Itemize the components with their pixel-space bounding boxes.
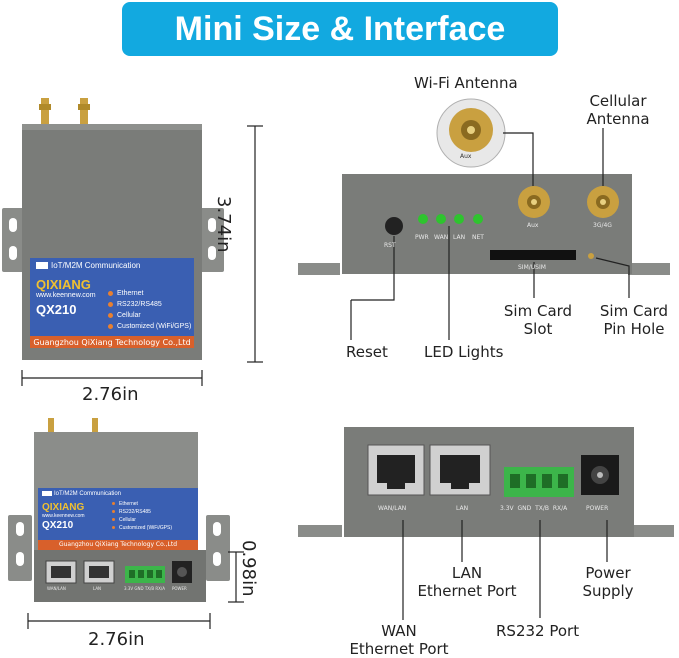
cellular-port-label: 3G/4G: [593, 222, 612, 229]
reset-button: [385, 217, 403, 235]
led-pwr: [418, 214, 428, 224]
sticker-features-small: Ethernet RS232/RS485 Cellular Customized…: [112, 500, 172, 532]
back-panel: [298, 427, 674, 537]
serial-pin-labels: 3.3V GND TX/B RX/A: [500, 505, 568, 512]
led-label-wan: WAN: [434, 234, 449, 241]
height-label-bottom: 0.98in: [238, 540, 259, 597]
page-title-banner: Mini Size & Interface: [122, 2, 558, 56]
sticker-url-small: www.keennew.com: [42, 513, 85, 519]
wan-port-label: WAN/LAN: [378, 505, 407, 512]
front-panel: [298, 174, 670, 275]
mount-ear-left: [2, 208, 26, 272]
callout-cellular-antenna: Cellular Antenna: [586, 92, 650, 128]
bottom-device: [8, 418, 230, 602]
callout-lines-back: [402, 520, 608, 620]
bl-wan-label: WAN/LAN: [47, 586, 66, 591]
dimension-lines-bottom: [27, 551, 244, 629]
led-label-net: NET: [472, 234, 484, 241]
sticker-model-small: QX210: [42, 520, 74, 531]
sticker-brand: QIXIANG: [36, 277, 91, 292]
aux-label: Aux: [527, 222, 539, 229]
antenna-right: [80, 98, 88, 126]
rst-label: RST: [384, 242, 396, 249]
sticker-header: IoT/M2M Communication: [36, 261, 140, 270]
antenna-left: [41, 98, 49, 126]
mount-ear-bl: [8, 515, 32, 581]
mount-ear-br: [206, 515, 230, 581]
led-net: [473, 214, 483, 224]
callout-sim-pin-hole: Sim Card Pin Hole: [599, 302, 669, 338]
led-label-lan: LAN: [453, 234, 466, 241]
bl-lan-label: LAN: [93, 586, 102, 591]
mount-ear-right: [200, 208, 224, 272]
sim-pin-hole: [588, 253, 594, 259]
callout-reset: Reset: [346, 343, 388, 361]
sticker-brand-small: QIXIANG: [42, 502, 85, 513]
dimension-lines-top: [21, 125, 263, 386]
bl-serial-label: 3.3V GND TX/B RX/A: [124, 586, 166, 591]
sticker-header-small: IoT/M2M Communication: [42, 491, 121, 497]
callout-power-supply: Power Supply: [582, 564, 634, 600]
antenna-zoom-label: Aux: [460, 153, 472, 160]
callout-rs232-port: RS232 Port: [496, 622, 580, 640]
power-port-label: POWER: [586, 505, 609, 512]
width-label-bottom: 2.76in: [88, 629, 145, 650]
sticker-model: QX210: [36, 302, 77, 317]
height-label-top: 3.74in: [213, 196, 234, 253]
sticker-footer-small: Guangzhou QiXiang Technology Co.,Ltd: [38, 540, 198, 550]
callout-led-lights: LED Lights: [424, 343, 504, 361]
sticker-url: www.keennew.com: [36, 292, 96, 299]
wifi-antenna-zoom: [436, 98, 506, 168]
led-label-pwr: PWR: [415, 234, 429, 241]
width-label-top: 2.76in: [82, 384, 139, 405]
sim-slot: [490, 250, 576, 260]
sim-label: SIM/USIM: [518, 264, 546, 271]
callout-lines-front: [350, 128, 630, 340]
lan-port-label: LAN: [456, 505, 469, 512]
sticker-features: Ethernet RS232/RS485 Cellular Customized…: [108, 288, 191, 332]
bl-power-label: POWER: [172, 586, 187, 591]
callout-sim-slot: Sim Card Slot: [503, 302, 573, 338]
sticker-footer: Guangzhou QiXiang Technology Co.,Ltd: [30, 337, 194, 348]
callout-lan-port: LAN Ethernet Port: [417, 564, 517, 600]
led-lan: [454, 214, 464, 224]
led-wan: [436, 214, 446, 224]
callout-wifi-antenna: Wi-Fi Antenna: [414, 74, 518, 92]
page-title: Mini Size & Interface: [174, 9, 506, 48]
